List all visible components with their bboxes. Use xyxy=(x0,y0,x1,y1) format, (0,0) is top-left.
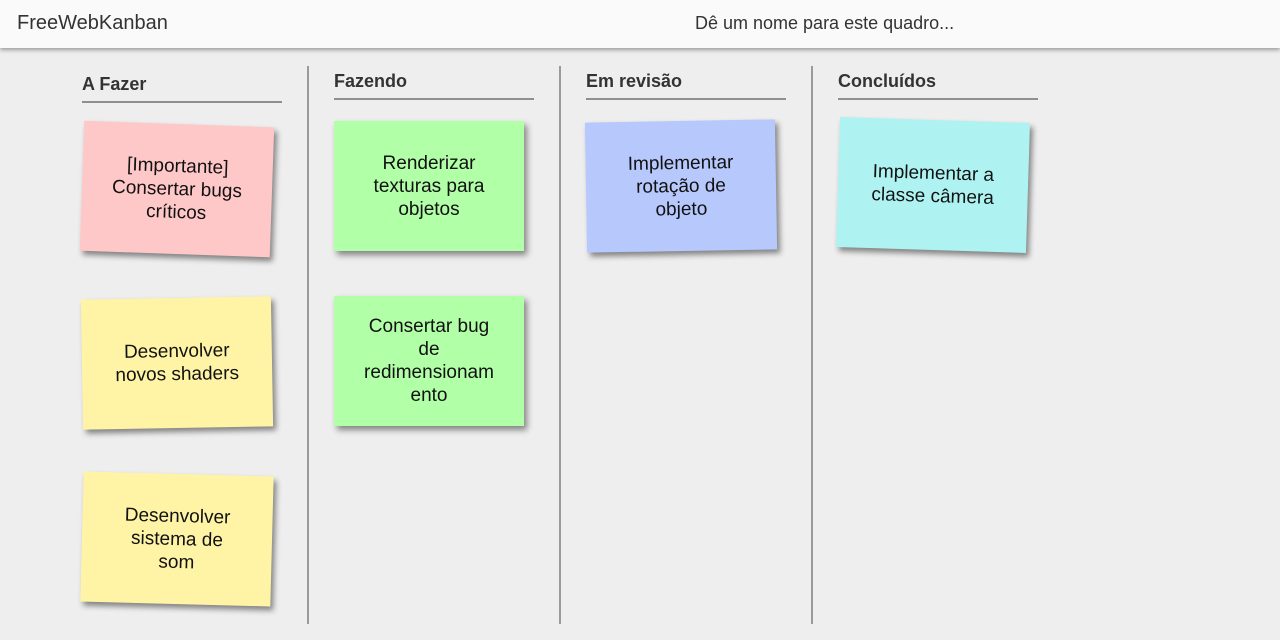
column-done: Concluídos Implementar a classe câmera xyxy=(836,66,1038,624)
note-text: Consertar bug de redimensionamento xyxy=(364,316,494,406)
column-divider xyxy=(559,66,561,624)
note-text: [Importante] Consertar bugs críticos xyxy=(111,153,243,224)
column-doing: Fazendo Renderizar texturas para objetos… xyxy=(334,66,534,624)
column-todo: A Fazer [Importante] Consertar bugs crít… xyxy=(79,66,282,624)
top-bar: FreeWebKanban xyxy=(0,0,1280,48)
column-divider xyxy=(307,66,309,624)
note-text: Renderizar texturas para objetos xyxy=(373,152,485,220)
note-text: Desenvolver sistema de som xyxy=(124,504,231,573)
note-text: Desenvolver novos shaders xyxy=(115,340,240,387)
sticky-note[interactable]: Desenvolver novos shaders xyxy=(80,296,274,430)
sticky-note[interactable]: Implementar a classe câmera xyxy=(836,117,1030,253)
column-title: Em revisão xyxy=(586,71,786,100)
note-text: Implementar rotação de objeto xyxy=(627,151,734,220)
sticky-note[interactable]: Consertar bug de redimensionamento xyxy=(334,296,524,426)
column-title: Fazendo xyxy=(334,71,534,100)
column-title: Concluídos xyxy=(838,71,1038,100)
sticky-note[interactable]: [Importante] Consertar bugs críticos xyxy=(79,120,275,258)
sticky-note[interactable]: Renderizar texturas para objetos xyxy=(334,121,524,251)
app-title: FreeWebKanban xyxy=(17,12,168,34)
note-text: Implementar a classe câmera xyxy=(871,161,995,209)
sticky-note[interactable]: Desenvolver sistema de som xyxy=(80,471,274,607)
column-title: A Fazer xyxy=(82,74,282,103)
column-review: Em revisão Implementar rotação de objeto xyxy=(584,66,786,624)
column-divider xyxy=(811,66,813,624)
sticky-note[interactable]: Implementar rotação de objeto xyxy=(584,119,778,253)
board-name-input[interactable] xyxy=(640,8,1075,38)
